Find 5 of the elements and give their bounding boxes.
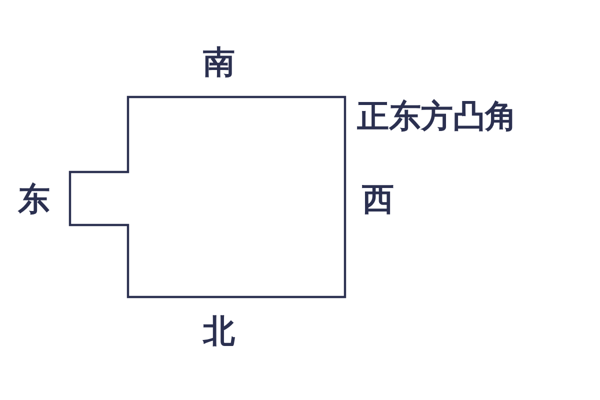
direction-label: 正东方凸角 (357, 100, 517, 132)
direction-label: 东 (18, 183, 50, 215)
direction-label: 北 (203, 315, 235, 347)
direction-label: 西 (362, 183, 394, 215)
direction-label: 南 (203, 46, 235, 78)
